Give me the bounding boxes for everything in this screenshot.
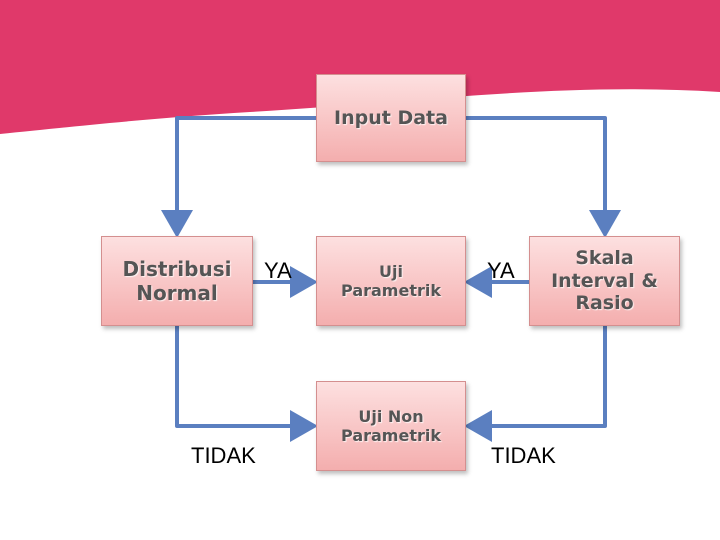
arrow-input-to-skala <box>466 116 621 238</box>
node-uji-parametrik: Uji Parametrik <box>316 236 466 326</box>
node-uji-parametrik-label: Uji Parametrik <box>341 261 441 300</box>
edge-label-ya-left: YA <box>264 258 292 283</box>
node-skala-interval-rasio: Skala Interval & Rasio <box>529 236 680 326</box>
node-skala-interval-rasio-label: Skala Interval & Rasio <box>551 246 658 315</box>
node-distribusi-normal: Distribusi Normal <box>101 236 253 326</box>
edge-label-tidak-left: TIDAK <box>191 443 256 468</box>
arrow-input-to-normal <box>161 116 316 238</box>
edge-label-ya-right: YA <box>487 258 515 283</box>
node-uji-non-parametrik-label: Uji Non Parametrik <box>341 406 441 445</box>
node-uji-non-parametrik: Uji Non Parametrik <box>316 381 466 471</box>
arrow-normal-to-nonparametrik <box>175 326 318 442</box>
edge-label-tidak-right: TIDAK <box>491 443 556 468</box>
node-distribusi-normal-label: Distribusi Normal <box>122 257 232 305</box>
arrow-skala-to-nonparametrik <box>464 326 607 442</box>
node-input-data: Input Data <box>316 74 466 162</box>
node-input-data-label: Input Data <box>334 106 448 129</box>
header-banner <box>0 0 720 134</box>
banner-shape <box>0 0 720 134</box>
